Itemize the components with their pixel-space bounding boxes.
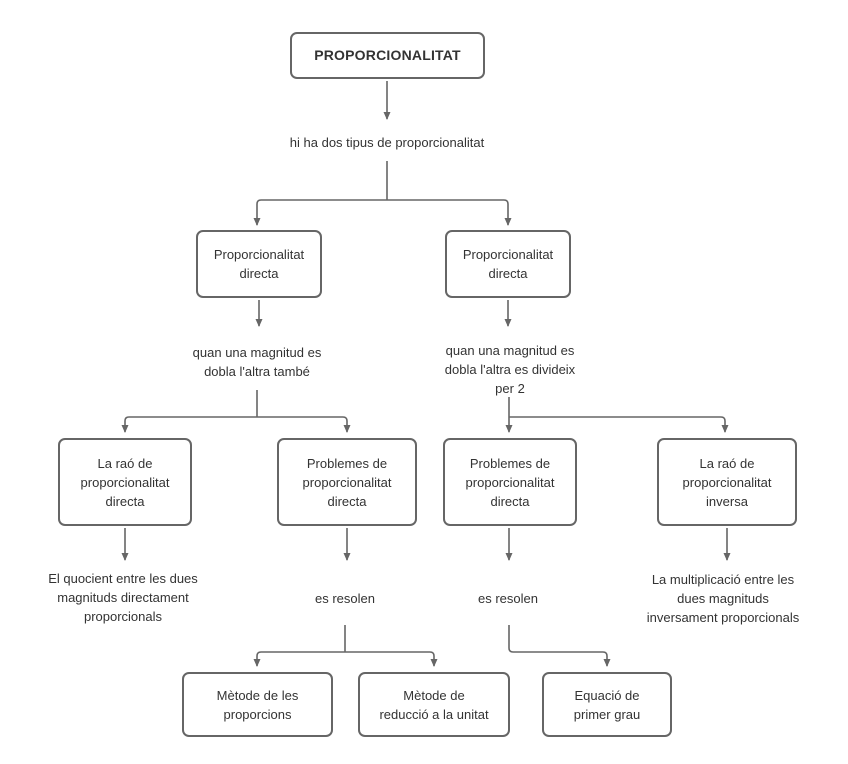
node-proporcionalitat-directa-left: Proporcionalitat directa xyxy=(196,230,322,298)
label-dobla-tambe: quan una magnitud es dobla l'altra també xyxy=(192,345,322,379)
edge-intro-to-left-branch xyxy=(253,199,387,226)
node-equacio-primer-grau: Equació de primer grau xyxy=(542,672,672,737)
label-dobla-divideix: quan una magnitud es dobla l'altra es di… xyxy=(444,343,576,396)
node-proporcionalitat: PROPORCIONALITAT xyxy=(290,32,485,79)
node-metode-reduccio: Mètode de reducció a la unitat xyxy=(358,672,510,737)
edge-to-rao-inversa xyxy=(509,416,729,433)
edge-to-metode-reduccio xyxy=(345,651,438,667)
node-problemes-directa-right: Problemes de proporcionalitat directa xyxy=(443,438,577,526)
node-problemes-directa-left: Problemes de proporcionalitat directa xyxy=(277,438,417,526)
label-es-resolen-left: es resolen xyxy=(315,591,375,606)
label-es-resolen-right: es resolen xyxy=(478,591,538,606)
node-metode-proporcions: Mètode de les proporcions xyxy=(182,672,333,737)
edge-to-problemes-directa-left xyxy=(257,416,351,433)
edge-to-equacio-primer-grau xyxy=(508,625,611,667)
node-proporcionalitat-directa-right: Proporcionalitat directa xyxy=(445,230,571,298)
node-rao-inversa: La raó de proporcionalitat inversa xyxy=(657,438,797,526)
label-quocient: El quocient entre les dues magnituds dir… xyxy=(48,571,198,624)
edge-to-rao-directa xyxy=(121,416,257,433)
label-intro: hi ha dos tipus de proporcionalitat xyxy=(289,135,485,150)
edge-intro-to-right-branch xyxy=(387,199,512,226)
edge-to-metode-proporcions xyxy=(253,651,345,667)
node-rao-directa: La raó de proporcionalitat directa xyxy=(58,438,192,526)
label-multiplicacio: La multiplicació entre les dues magnitud… xyxy=(646,572,800,625)
